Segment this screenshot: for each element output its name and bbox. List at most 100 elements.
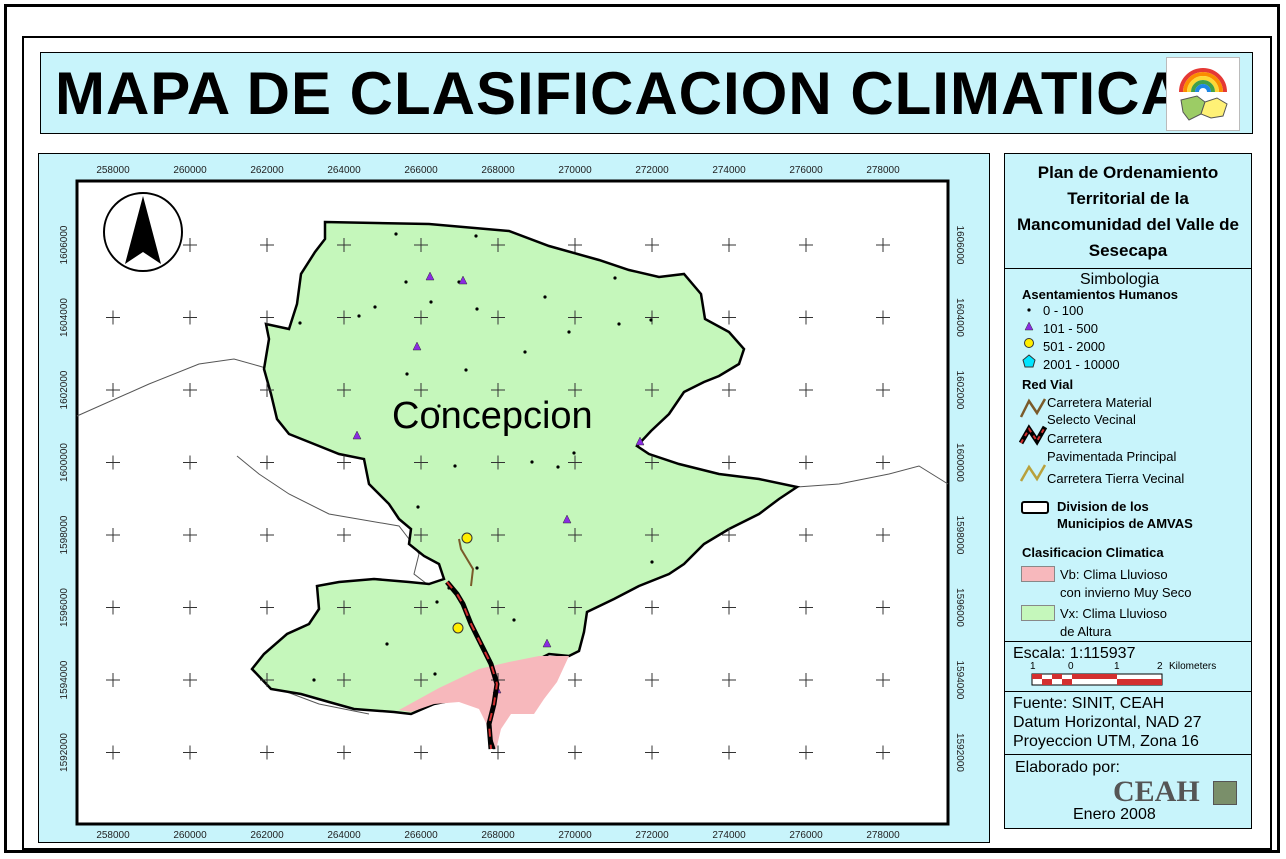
y-tick-label-left: 1604000 xyxy=(59,298,70,337)
settlement-small xyxy=(394,232,398,236)
settlement-small xyxy=(572,451,576,455)
neighbor-boundary-west xyxy=(76,358,280,417)
settlement-large xyxy=(461,532,473,544)
grid-cross xyxy=(106,455,120,470)
grid-cross xyxy=(568,528,582,542)
settlement-small xyxy=(404,280,408,284)
settlement-small xyxy=(650,560,654,564)
y-tick-label-left: 1594000 xyxy=(59,660,70,699)
settlement-small xyxy=(429,300,433,304)
grid-cross xyxy=(106,528,120,542)
grid-cross xyxy=(568,455,582,470)
grid-cross xyxy=(414,383,428,397)
grid-cross xyxy=(876,528,890,542)
grid-cross xyxy=(491,745,505,760)
plan-title: Plan de Ordenamiento Territorial de la M… xyxy=(1017,163,1239,260)
red-vial-title: Red Vial xyxy=(1022,377,1074,392)
grid-cross xyxy=(414,600,428,615)
settlement-small xyxy=(530,460,534,464)
grid-cross xyxy=(645,528,659,542)
vb-line2: con invierno Muy Seco xyxy=(1060,585,1192,600)
ceah-logo: CEAH xyxy=(1111,775,1239,808)
grid-cross xyxy=(876,383,890,397)
settlement-small xyxy=(512,618,516,622)
settlement-small xyxy=(416,505,420,509)
settlement-medium xyxy=(458,275,468,285)
grid-cross xyxy=(183,600,197,615)
settlement-small xyxy=(437,404,441,408)
grid-cross xyxy=(491,600,505,615)
y-tick-label-left: 1600000 xyxy=(59,443,70,482)
grid-cross xyxy=(183,455,197,470)
grid-cross xyxy=(260,238,274,252)
x-tick-label-bottom: 260000 xyxy=(173,830,207,841)
y-tick-label-right: 1606000 xyxy=(954,226,965,265)
grid-cross xyxy=(414,310,428,325)
grid-cross xyxy=(337,600,351,615)
settlement-small xyxy=(433,672,437,676)
grid-cross xyxy=(414,528,428,542)
settlement-small xyxy=(475,307,479,311)
grid-cross xyxy=(414,238,428,252)
grid-cross xyxy=(183,238,197,252)
asentamientos-symbols xyxy=(1022,308,1036,368)
settlement-small xyxy=(649,318,653,322)
elaborado-section: Elaborado por: CEAH Enero 2008 xyxy=(1005,755,1251,828)
scale-units: Kilometers xyxy=(1169,661,1217,672)
x-tick-label-bottom: 264000 xyxy=(327,830,361,841)
grid-cross xyxy=(722,673,736,687)
grid-cross xyxy=(799,673,813,687)
grid-crosses xyxy=(106,238,890,760)
settlement-small xyxy=(312,678,316,682)
grid-cross xyxy=(876,455,890,470)
outer-border xyxy=(4,4,1280,853)
asentamientos-title: Asentamientos Humanos xyxy=(1022,287,1179,302)
grid-cross xyxy=(106,383,120,397)
grid-cross xyxy=(183,383,197,397)
grid-cross xyxy=(799,238,813,252)
x-tick-label-top: 274000 xyxy=(712,165,746,176)
y-tick-label-right: 1604000 xyxy=(954,298,965,337)
grid-cross xyxy=(722,383,736,397)
settlement-small xyxy=(385,642,389,646)
y-tick-label-right: 1600000 xyxy=(954,443,965,482)
logo-emblem-icon xyxy=(1179,68,1228,121)
vb-swatch xyxy=(1021,566,1055,582)
road-pavimentada-dash xyxy=(446,581,499,750)
settlement-points xyxy=(298,232,654,694)
x-tick-label-top: 278000 xyxy=(866,165,900,176)
grid-cross xyxy=(722,600,736,615)
y-tick-label-right: 1596000 xyxy=(954,588,965,627)
grid-cross xyxy=(260,600,274,615)
vx-line2: de Altura xyxy=(1060,624,1112,639)
grid-cross xyxy=(260,310,274,325)
grid-cross xyxy=(568,310,582,325)
division-line1: Division de los xyxy=(1057,499,1149,514)
settlement-small xyxy=(475,566,479,570)
grid-cross xyxy=(568,238,582,252)
vx-line1: Vx: Clima Lluvioso xyxy=(1060,606,1167,621)
division-line2: Municipios de AMVAS xyxy=(1057,516,1193,531)
simbologia-section: Simbologia Asentamientos Humanos 0 - 100… xyxy=(1005,269,1251,642)
x-tick-label-bottom: 278000 xyxy=(866,830,900,841)
road-material-line2: Selecto Vecinal xyxy=(1047,412,1136,427)
grid-cross xyxy=(645,673,659,687)
place-label-concepcion: Concepcion xyxy=(392,395,593,437)
vx-swatch xyxy=(1021,605,1055,621)
grid-cross xyxy=(183,310,197,325)
y-tick-labels-right: 1606000160400016020001600000159800015960… xyxy=(954,226,965,773)
road-tierra-line1: Carretera Tierra Vecinal xyxy=(1047,471,1185,486)
x-tick-label-bottom: 258000 xyxy=(96,830,130,841)
grid-cross xyxy=(876,310,890,325)
grid-cross xyxy=(645,745,659,760)
settlement-small xyxy=(357,314,361,318)
settlement-small xyxy=(556,465,560,469)
x-tick-label-top: 270000 xyxy=(558,165,592,176)
settlement-medium xyxy=(352,430,362,440)
settlement-large xyxy=(452,622,464,634)
grid-cross xyxy=(722,528,736,542)
grid-cross xyxy=(722,455,736,470)
escala-label: Escala: 1:115937 xyxy=(1013,645,1136,662)
